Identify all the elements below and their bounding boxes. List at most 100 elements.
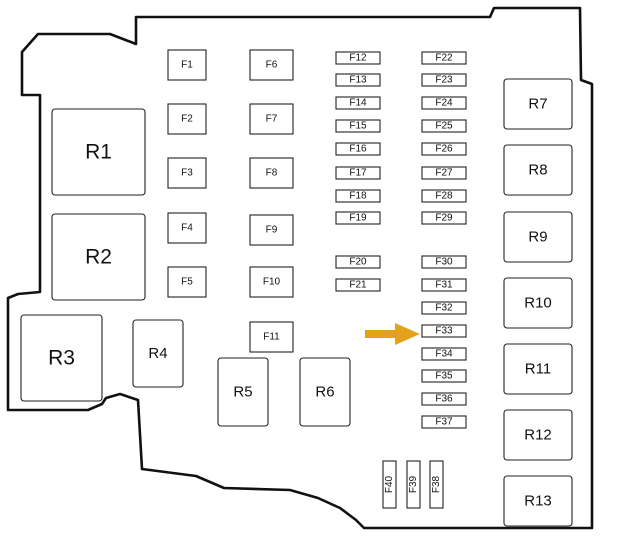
- fuse-f40-box: [382, 460, 397, 509]
- fuse-f27-label: F27: [435, 168, 453, 179]
- fuse-f32-box: [421, 301, 467, 315]
- fuse-f18-label: F18: [349, 191, 367, 202]
- fuse-f28-box: [421, 189, 467, 203]
- fuse-f39-box: [406, 460, 421, 509]
- fuse-f23-label: F23: [435, 75, 453, 86]
- fuse-f34-label: F34: [435, 349, 453, 360]
- relay-r9-box: [503, 211, 573, 263]
- fuse-f34-box: [421, 347, 467, 361]
- fuse-f37-label: F37: [435, 417, 453, 428]
- relay-r3-box: [20, 314, 103, 402]
- relay-r1-box: [51, 108, 146, 196]
- fuse-f14-label: F14: [349, 98, 367, 109]
- relay-r12-label: R12: [524, 427, 552, 444]
- fuse-f29-box: [421, 211, 467, 225]
- fuse-f16-label: F16: [349, 144, 367, 155]
- fuse-f27-box: [421, 166, 467, 180]
- fuse-f5-label: F5: [181, 277, 193, 288]
- fuse-f6-box: [249, 49, 294, 81]
- fuse-f3-box: [167, 157, 207, 189]
- fuse-f31-box: [421, 278, 467, 292]
- fuse-f25-box: [421, 119, 467, 133]
- fuse-f31-label: F31: [435, 280, 453, 291]
- fuse-f19-box: [335, 211, 381, 225]
- fuse-f33-label: F33: [435, 326, 453, 337]
- fuse-f12-box: [335, 51, 381, 65]
- fuse-f13-label: F13: [349, 75, 367, 86]
- fuse-f11-box: [249, 321, 294, 353]
- arrow-right-icon: [365, 323, 420, 345]
- fuse-f16-box: [335, 142, 381, 156]
- fuse-f19-label: F19: [349, 213, 367, 224]
- fuse-f8-box: [249, 157, 294, 189]
- fuse-f2-label: F2: [181, 114, 193, 125]
- fuse-f24-label: F24: [435, 98, 453, 109]
- fuse-f21-label: F21: [349, 280, 367, 291]
- relay-r6-label: R6: [315, 384, 334, 401]
- relay-r10-box: [503, 277, 573, 329]
- fuse-f7-box: [249, 103, 294, 135]
- fuse-f36-box: [421, 392, 467, 406]
- relay-r2-box: [51, 213, 146, 301]
- fuse-f17-label: F17: [349, 168, 367, 179]
- fuse-f10-box: [249, 266, 294, 298]
- relay-r1-label: R1: [85, 141, 112, 164]
- relay-r8-label: R8: [528, 162, 547, 179]
- relay-r3-label: R3: [48, 347, 75, 370]
- fuse-f6-label: F6: [266, 60, 278, 71]
- fuse-f9-label: F9: [266, 225, 278, 236]
- relay-r4-label: R4: [148, 345, 167, 362]
- fuse-f17-box: [335, 166, 381, 180]
- fuse-f26-box: [421, 142, 467, 156]
- fuse-f10-label: F10: [263, 277, 281, 288]
- fuse-f37-box: [421, 415, 467, 429]
- fuse-f30-label: F30: [435, 257, 453, 268]
- fuse-f33-box: [421, 324, 467, 338]
- fuse-f28-label: F28: [435, 191, 453, 202]
- fuse-f20-label: F20: [349, 257, 367, 268]
- relay-r4-box: [132, 319, 184, 388]
- fuse-f15-label: F15: [349, 121, 367, 132]
- fuse-f29-label: F29: [435, 213, 453, 224]
- fuse-f14-box: [335, 96, 381, 110]
- fuse-f11-label: F11: [263, 332, 280, 343]
- relay-r6-box: [299, 357, 351, 427]
- fuse-f4-box: [167, 212, 207, 244]
- relay-r10-label: R10: [524, 295, 552, 312]
- fuse-f1-label: F1: [181, 60, 193, 71]
- relay-r13-box: [503, 475, 573, 527]
- relay-r9-label: R9: [528, 229, 547, 246]
- fuse-f38-label: F38: [431, 475, 442, 493]
- fuse-f15-box: [335, 119, 381, 133]
- fuse-f4-label: F4: [181, 223, 193, 234]
- fuse-f32-label: F32: [435, 303, 453, 314]
- relay-r7-label: R7: [528, 96, 547, 113]
- fuse-f25-label: F25: [435, 121, 453, 132]
- relay-r12-box: [503, 409, 573, 461]
- fuse-f36-label: F36: [435, 394, 453, 405]
- fuse-f9-box: [249, 214, 294, 246]
- fuse-f22-label: F22: [435, 53, 453, 64]
- relay-r11-box: [503, 343, 573, 395]
- fuse-f3-label: F3: [181, 168, 193, 179]
- fuse-f40-label: F40: [384, 475, 395, 493]
- fuse-f18-box: [335, 189, 381, 203]
- fuse-f39-label: F39: [408, 475, 419, 493]
- fuse-f12-label: F12: [349, 53, 367, 64]
- fuse-f30-box: [421, 255, 467, 269]
- fuse-f21-box: [335, 278, 381, 292]
- relay-r5-box: [217, 357, 269, 427]
- fuse-f23-box: [421, 73, 467, 87]
- fuse-f26-label: F26: [435, 144, 453, 155]
- fuse-f20-box: [335, 255, 381, 269]
- relay-r5-label: R5: [233, 384, 252, 401]
- fuse-f8-label: F8: [266, 168, 278, 179]
- fuse-f35-box: [421, 369, 467, 383]
- fuse-f35-label: F35: [435, 371, 453, 382]
- fuse-f38-box: [429, 460, 444, 509]
- fuse-f13-box: [335, 73, 381, 87]
- fuse-f5-box: [167, 266, 207, 298]
- relay-r7-box: [503, 78, 573, 130]
- relay-r2-label: R2: [85, 246, 112, 269]
